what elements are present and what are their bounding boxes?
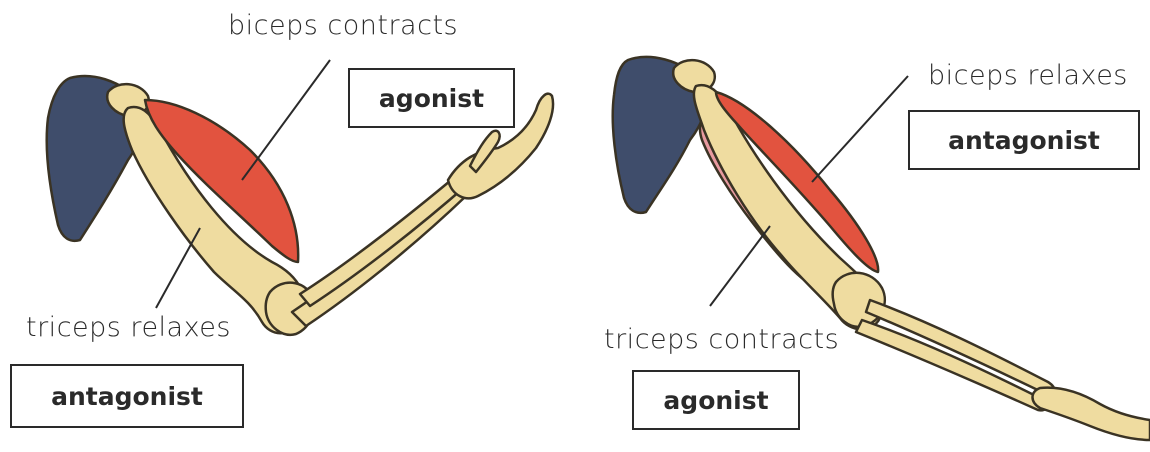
left-triceps-role-box: antagonist — [10, 364, 244, 428]
right-hand — [1033, 388, 1150, 440]
right-triceps-leader — [710, 226, 770, 306]
left-biceps-label: biceps contracts — [228, 10, 458, 41]
left-triceps-label: triceps relaxes — [26, 312, 231, 343]
left-biceps-role: agonist — [379, 84, 484, 113]
right-triceps-role-box: agonist — [632, 370, 800, 430]
right-biceps-leader — [812, 76, 908, 182]
right-triceps-label: triceps contracts — [604, 324, 839, 355]
left-triceps-leader — [156, 228, 200, 308]
left-triceps-role: antagonist — [51, 382, 203, 411]
left-biceps-leader — [242, 60, 330, 180]
right-triceps-role: agonist — [663, 386, 768, 415]
right-biceps-label: biceps relaxes — [928, 60, 1128, 91]
left-biceps-role-box: agonist — [348, 68, 515, 128]
left-radius — [300, 174, 469, 306]
right-elbow — [833, 273, 885, 327]
right-biceps-role-box: antagonist — [908, 110, 1140, 170]
right-biceps-role: antagonist — [948, 126, 1100, 155]
